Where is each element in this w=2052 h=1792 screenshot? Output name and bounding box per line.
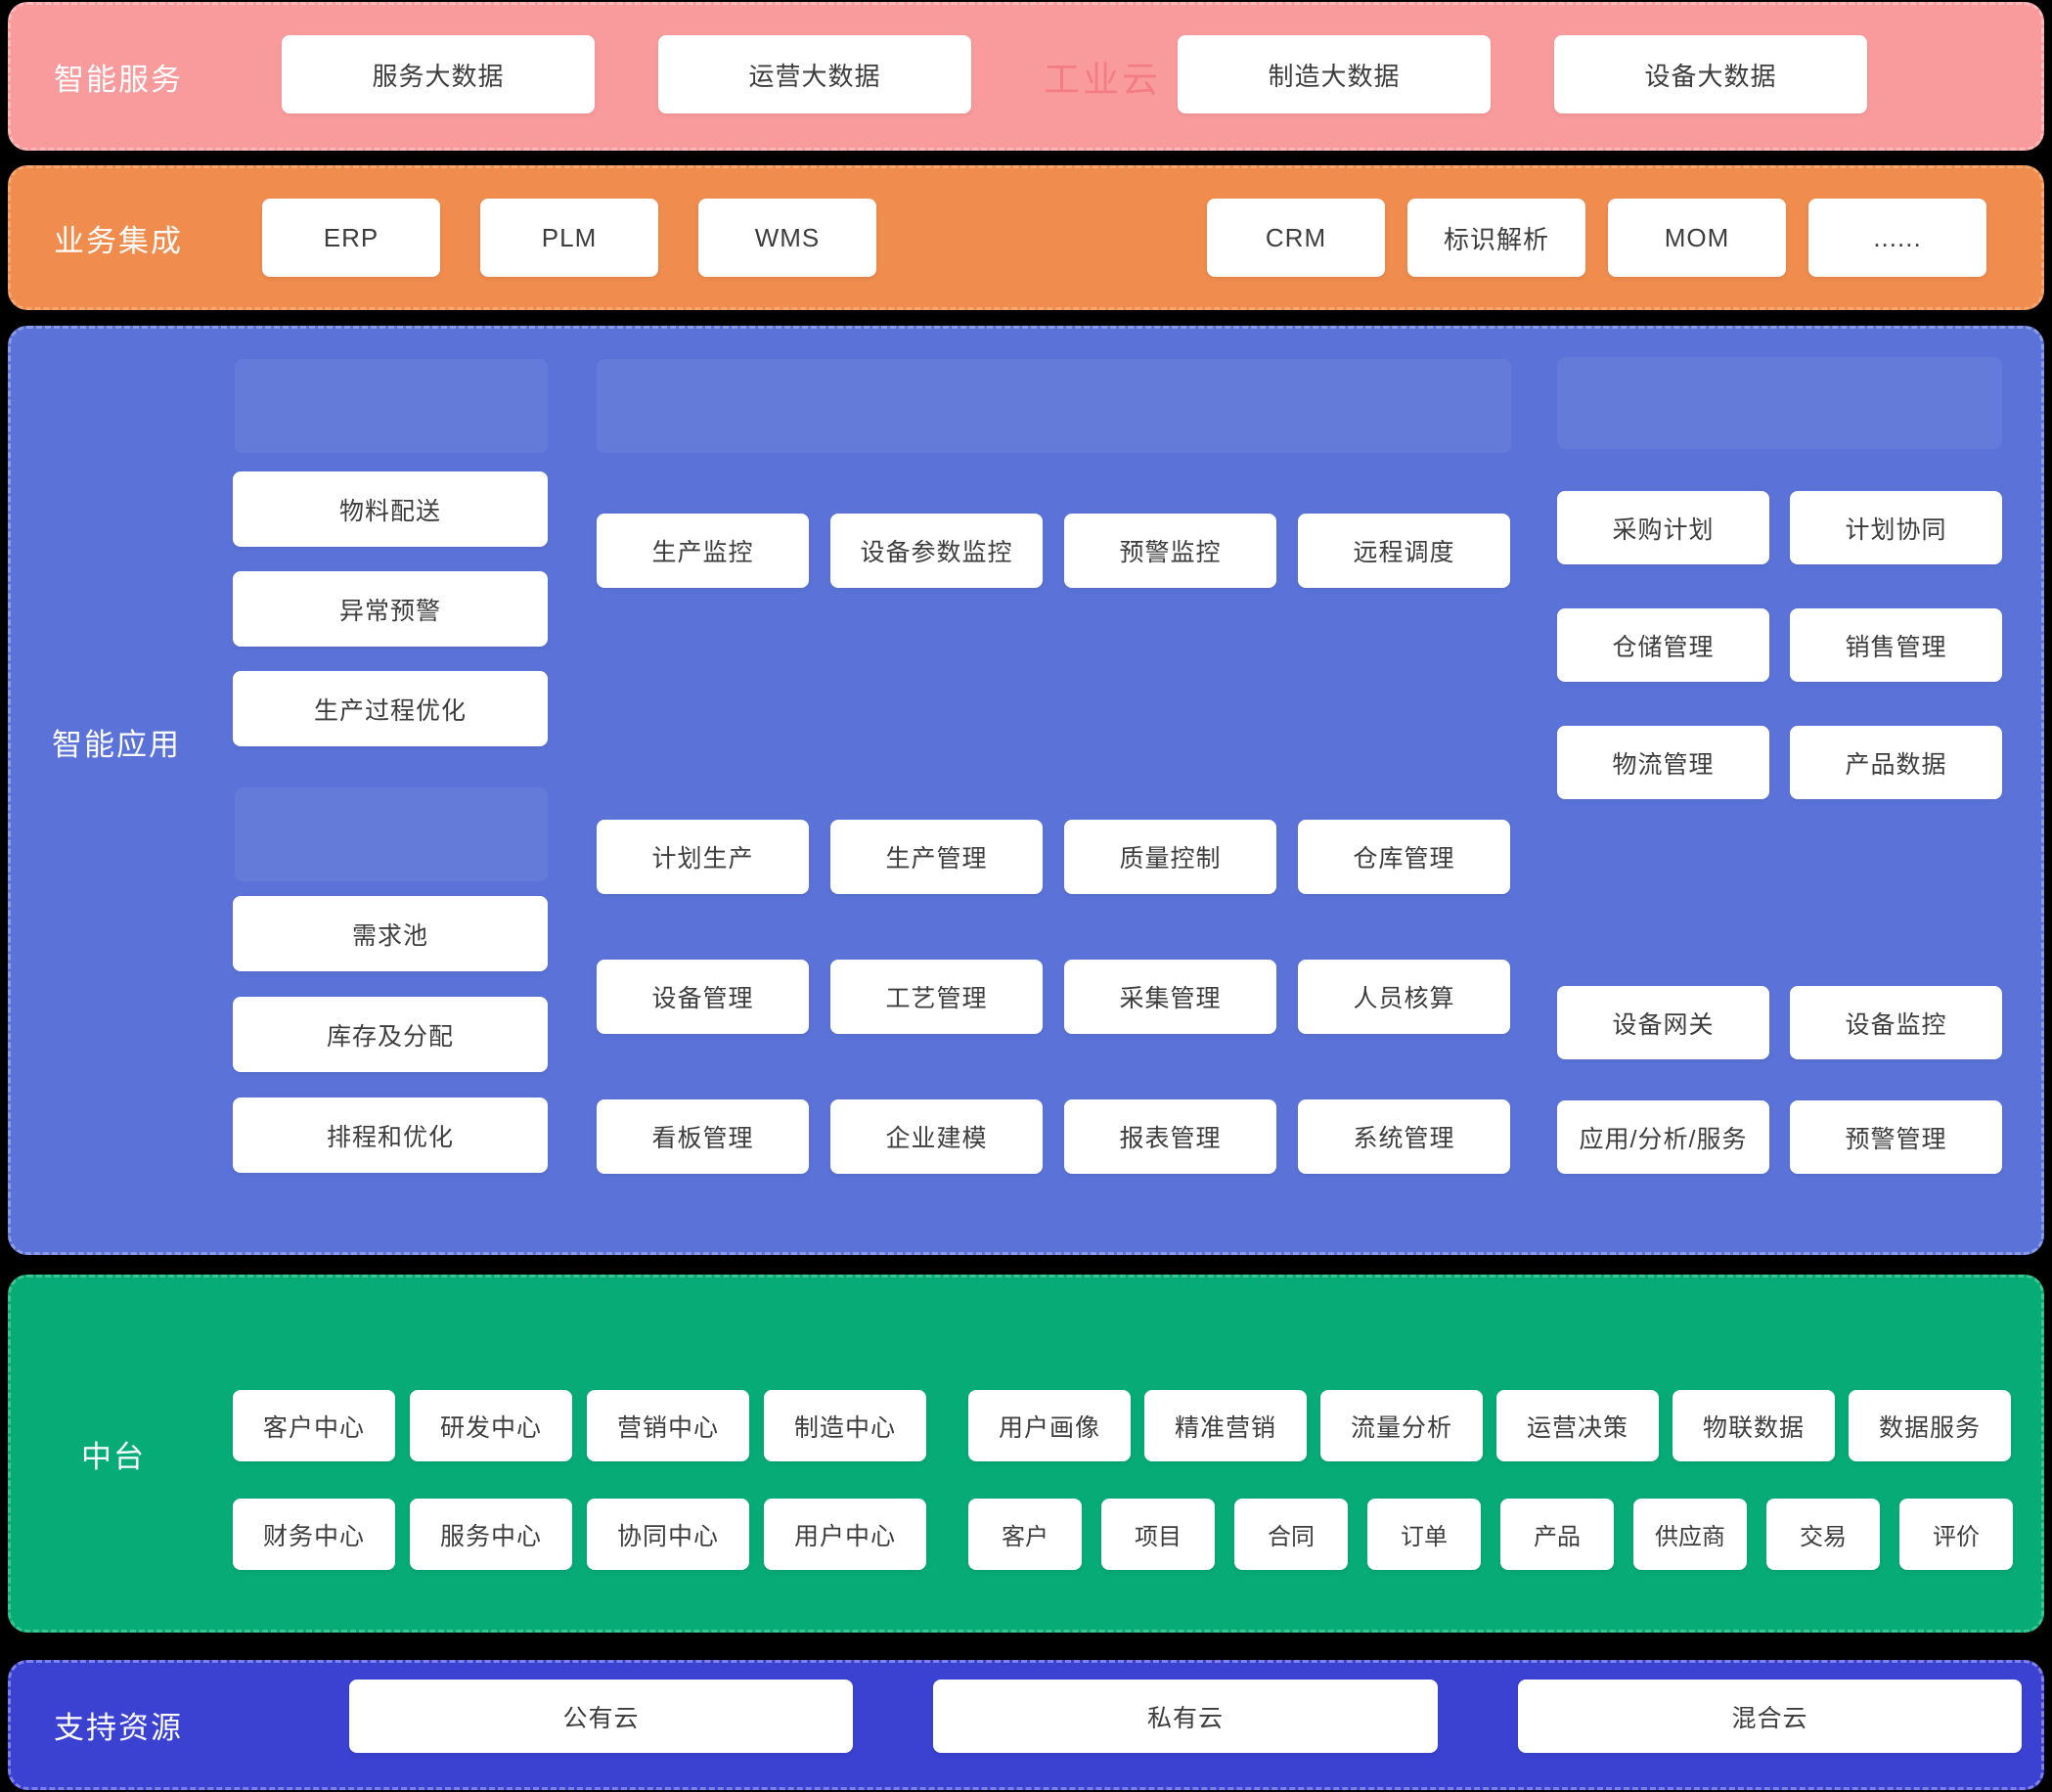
application-box: 系统管理 [1298,1099,1510,1174]
integration-box: PLM [480,199,658,277]
platform-box: 协同中心 [587,1499,749,1570]
application-box: 设备管理 [597,960,809,1034]
resources-band-label: 支持资源 [54,1711,183,1745]
application-box: 生产监控 [597,514,809,588]
platform-box: 用户中心 [764,1499,926,1570]
resources-band: 支持资源 公有云 私有云 混合云 [8,1660,2044,1790]
service-box: 服务大数据 [282,35,595,113]
platform-box: 项目 [1101,1499,1215,1570]
application-box: 采集管理 [1064,960,1276,1034]
application-box: 质量控制 [1064,820,1276,894]
group-header-panel [235,359,548,453]
apps-right-top-grid: 采购计划计划协同仓储管理销售管理物流管理产品数据 [1557,491,2002,799]
application-box: 产品数据 [1790,726,2002,799]
integration-band: 业务集成 ERP PLM WMS CRM 标识解析 MOM...... [8,165,2044,310]
application-box: 预警管理 [1790,1100,2002,1174]
services-band: 智能服务 服务大数据运营大数据 工业云 制造大数据设备大数据 [8,2,2044,151]
platform-box: 评价 [1899,1499,2013,1570]
group-header-panel [597,359,1511,453]
cloud-box: 混合云 [1518,1680,2022,1753]
platform-box: 流量分析 [1320,1390,1483,1461]
integration-box-group-right: CRM 标识解析 MOM...... [1207,199,1986,277]
services-box-group-right: 制造大数据设备大数据 [1178,35,1867,113]
services-box-group-left: 服务大数据运营大数据 [282,35,971,113]
application-box: 异常预警 [233,571,548,647]
apps-monitor-row: 生产监控设备参数监控预警监控远程调度 [597,514,1510,588]
middle-data-row1: 用户画像精准营销流量分析运营决策物联数据数据服务 [968,1390,2011,1461]
platform-box: 服务中心 [410,1499,572,1570]
application-box: 预警监控 [1064,514,1276,588]
application-box: 工艺管理 [830,960,1043,1034]
application-box: 采购计划 [1557,491,1769,564]
application-box: 销售管理 [1790,608,2002,682]
service-box: 设备大数据 [1554,35,1867,113]
platform-box: 合同 [1234,1499,1348,1570]
application-box: 排程和优化 [233,1098,548,1173]
integration-box: ERP [262,199,440,277]
middle-platform-band: 中台 客户中心研发中心营销中心制造中心 用户画像精准营销流量分析运营决策物联数据… [8,1275,2044,1633]
application-box: 设备监控 [1790,986,2002,1059]
industrial-cloud-watermark: 工业云 [1044,60,1161,100]
application-box: 设备网关 [1557,986,1769,1059]
integration-box: CRM [1207,199,1385,277]
application-box: 报表管理 [1064,1099,1276,1174]
application-box: 仓库管理 [1298,820,1510,894]
application-box: 设备参数监控 [830,514,1043,588]
platform-box: 精准营销 [1144,1390,1307,1461]
middle-platform-band-label: 中台 [81,1439,146,1474]
platform-box: 数据服务 [1849,1390,2011,1461]
applications-band: 智能应用 物料配送异常预警生产过程优化 需求池库存及分配排程和优化 生产监控设备… [8,326,2044,1255]
application-box: 计划生产 [597,820,809,894]
applications-band-label: 智能应用 [52,728,181,762]
apps-left-top-group: 物料配送异常预警生产过程优化 [233,471,548,746]
cloud-box: 公有云 [349,1680,853,1753]
group-header-panel [235,787,548,881]
platform-box: 研发中心 [410,1390,572,1461]
application-box: 生产过程优化 [233,671,548,746]
service-box: 运营大数据 [658,35,971,113]
application-box: 企业建模 [830,1099,1043,1174]
application-box: 库存及分配 [233,997,548,1072]
platform-box: 产品 [1500,1499,1614,1570]
integration-band-label: 业务集成 [54,223,183,258]
cloud-box: 私有云 [933,1680,1438,1753]
integration-box: MOM [1608,199,1786,277]
middle-centers-row1: 客户中心研发中心营销中心制造中心 [233,1390,926,1461]
platform-box: 供应商 [1633,1499,1747,1570]
platform-box: 运营决策 [1496,1390,1659,1461]
platform-box: 订单 [1367,1499,1481,1570]
services-band-label: 智能服务 [54,62,183,97]
application-box: 计划协同 [1790,491,2002,564]
platform-box: 客户 [968,1499,1082,1570]
integration-box-group-left: ERP PLM WMS [262,199,876,277]
platform-box: 交易 [1766,1499,1880,1570]
platform-box: 营销中心 [587,1390,749,1461]
group-header-panel [1557,357,2002,449]
platform-box: 物联数据 [1673,1390,1835,1461]
platform-box: 财务中心 [233,1499,395,1570]
integration-box: 标识解析 [1407,199,1585,277]
application-box: 看板管理 [597,1099,809,1174]
platform-box: 用户画像 [968,1390,1131,1461]
apps-left-bottom-group: 需求池库存及分配排程和优化 [233,896,548,1173]
application-box: 仓储管理 [1557,608,1769,682]
middle-entities-row2: 客户项目合同订单产品供应商交易评价 [968,1499,2013,1570]
application-box: 物流管理 [1557,726,1769,799]
application-box: 需求池 [233,896,548,971]
service-box: 制造大数据 [1178,35,1491,113]
application-box: 远程调度 [1298,514,1510,588]
application-box: 物料配送 [233,471,548,547]
platform-box: 客户中心 [233,1390,395,1461]
platform-box: 制造中心 [764,1390,926,1461]
apps-right-bottom-grid: 设备网关设备监控应用/分析/服务预警管理 [1557,986,2002,1174]
application-box: 应用/分析/服务 [1557,1100,1769,1174]
application-box: 人员核算 [1298,960,1510,1034]
integration-box: ...... [1808,199,1986,277]
integration-box: WMS [698,199,876,277]
middle-centers-row2: 财务中心服务中心协同中心用户中心 [233,1499,926,1570]
apps-center-grid: 计划生产生产管理质量控制仓库管理设备管理工艺管理采集管理人员核算看板管理企业建模… [597,820,1510,1174]
application-box: 生产管理 [830,820,1043,894]
